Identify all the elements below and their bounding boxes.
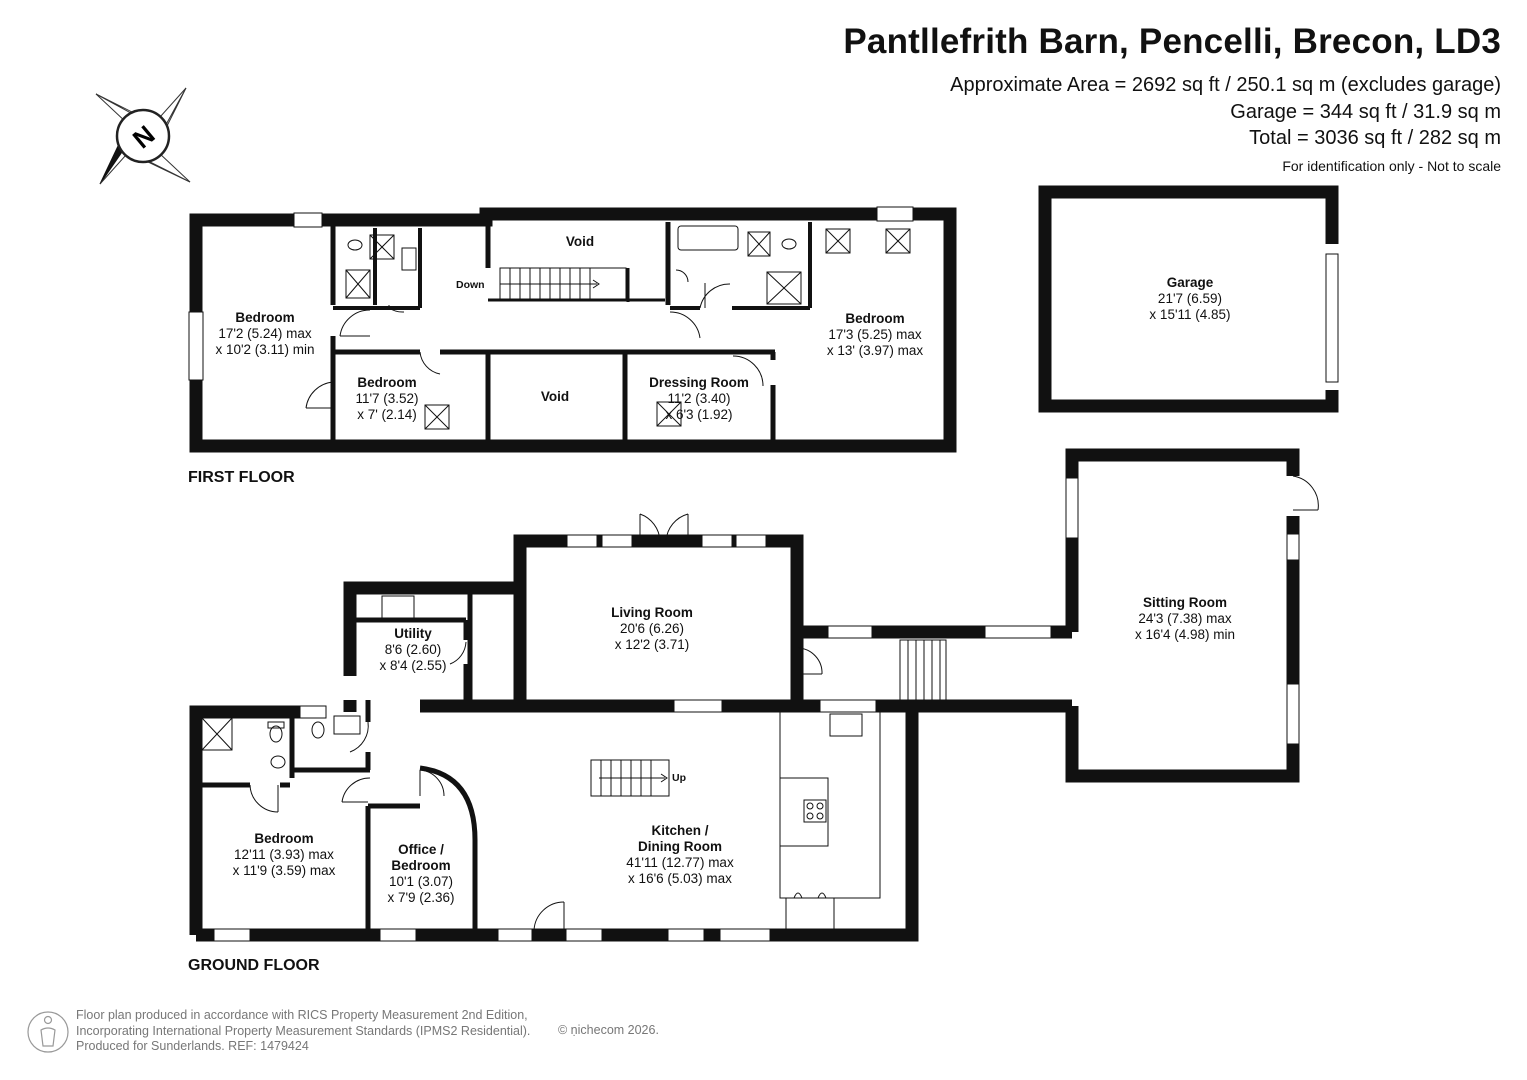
ground-floor-label: GROUND FLOOR	[188, 957, 320, 974]
surveyor-logo-icon	[27, 1011, 69, 1053]
room-dimension: x 12'2 (3.71)	[614, 637, 690, 652]
room-utility: Utility 8'6 (2.60) x 8'4 (2.55)	[379, 626, 446, 674]
room-name: Garage	[1166, 275, 1214, 290]
room-dimension: 10'1 (3.07)	[388, 874, 454, 889]
room-name: Dining Room	[637, 839, 722, 854]
room-dimension: x 13' (3.97) max	[826, 343, 924, 358]
room-name: Void	[565, 234, 595, 249]
room-dimension: 11'2 (3.40)	[667, 391, 731, 406]
ground-floor-fixtures	[201, 595, 881, 931]
garage-area-text: Garage = 344 sq ft / 31.9 sq m	[1230, 101, 1501, 123]
room-name: Living Room	[611, 605, 693, 620]
footer-line: Produced for Sunderlands. REF: 1479424	[76, 1039, 309, 1053]
room-dimension: x 10'2 (3.11) min	[215, 342, 315, 357]
room-name: Void	[540, 389, 570, 404]
footer-line: Floor plan produced in accordance with R…	[76, 1008, 528, 1022]
room-dimension: x 7' (2.14)	[357, 407, 417, 422]
footer-credits: Floor plan produced in accordance with R…	[76, 1008, 530, 1055]
room-dimension: 12'11 (3.93) max	[234, 847, 334, 862]
room-dimension: 41'11 (12.77) max	[626, 855, 734, 870]
room-dimension: 8'6 (2.60)	[384, 642, 442, 657]
room-dimension: x 16'4 (4.98) min	[1134, 627, 1236, 642]
room-name: Bedroom	[391, 858, 451, 873]
room-dressing-room: Dressing Room 11'2 (3.40) x 6'3 (1.92)	[649, 375, 749, 423]
stairs-down-label: Down	[456, 279, 485, 291]
room-name: Office /	[398, 842, 444, 857]
room-dimension: x 8'4 (2.55)	[379, 658, 447, 673]
first-floor-stairs	[499, 267, 627, 301]
room-name: Bedroom	[845, 311, 905, 326]
room-office-bedroom: Office / Bedroom 10'1 (3.07) x 7'9 (2.36…	[387, 842, 454, 906]
room-name: Kitchen /	[651, 823, 709, 838]
first-floor-walls	[189, 207, 957, 453]
room-dimension: 20'6 (6.26)	[619, 621, 685, 636]
room-name: Bedroom	[254, 831, 314, 846]
copyright-text: © ṇichecom 2026.	[558, 1023, 659, 1037]
room-bedroom-2: Bedroom 11'7 (3.52) x 7' (2.14)	[355, 375, 418, 423]
room-dimension: x 7'9 (2.36)	[387, 890, 455, 905]
room-void-lower: Void	[541, 389, 569, 405]
room-bedroom-3: Bedroom 17'3 (5.25) max x 13' (3.97) max	[827, 311, 923, 359]
room-name: Bedroom	[235, 310, 295, 325]
room-bedroom-1: Bedroom 17'2 (5.24) max x 10'2 (3.11) mi…	[215, 310, 314, 358]
room-bedroom-ground: Bedroom 12'11 (3.93) max x 11'9 (3.59) m…	[233, 831, 336, 879]
footer-line: Incorporating International Property Mea…	[76, 1023, 531, 1038]
room-void-upper: Void	[566, 234, 594, 250]
compass-north-icon: N	[95, 87, 191, 185]
ground-floor-doors	[249, 475, 1319, 931]
stairs-up-label: Up	[672, 772, 686, 784]
first-floor-label: FIRST FLOOR	[188, 469, 295, 486]
approximate-area-text: Approximate Area = 2692 sq ft / 250.1 sq…	[950, 74, 1501, 96]
room-dimension: x 6'3 (1.92)	[665, 407, 733, 422]
room-name: Sitting Room	[1143, 595, 1227, 610]
first-floor-doors	[305, 269, 764, 409]
total-area-text: Total = 3036 sq ft / 282 sq m	[1249, 127, 1501, 149]
room-name: Dressing Room	[649, 375, 749, 390]
first-floor-windows	[188, 206, 914, 381]
scale-note: For identification only - Not to scale	[1282, 158, 1501, 174]
room-garage: Garage 21'7 (6.59) x 15'11 (4.85)	[1149, 275, 1230, 323]
room-dimension: x 16'6 (5.03) max	[628, 871, 732, 886]
ground-floor-windows	[213, 477, 1300, 942]
garage-door-icon	[1325, 253, 1339, 383]
room-dimension: 17'2 (5.24) max	[218, 326, 312, 341]
room-living-room: Living Room 20'6 (6.26) x 12'2 (3.71)	[611, 605, 693, 653]
garage-walls	[1038, 185, 1339, 413]
ground-floor-inner-walls	[200, 592, 798, 930]
room-dimension: 11'7 (3.52)	[355, 391, 419, 406]
room-dimension: x 11'9 (3.59) max	[232, 863, 336, 878]
page-title: Pantllefrith Barn, Pencelli, Brecon, LD3	[843, 22, 1501, 61]
room-dimension: x 15'11 (4.85)	[1149, 307, 1231, 322]
room-name: Bedroom	[357, 375, 417, 390]
ground-floor-walls	[189, 448, 1300, 942]
room-sitting-room: Sitting Room 24'3 (7.38) max x 16'4 (4.9…	[1135, 595, 1235, 643]
room-name: Utility	[394, 626, 432, 641]
room-dimension: 21'7 (6.59)	[1157, 291, 1223, 306]
room-kitchen-dining: Kitchen / Dining Room 41'11 (12.77) max …	[626, 823, 733, 887]
room-dimension: 24'3 (7.38) max	[1138, 611, 1232, 626]
first-floor-fixtures	[345, 225, 911, 430]
room-dimension: 17'3 (5.25) max	[828, 327, 922, 342]
ground-floor-stairs	[590, 639, 947, 797]
